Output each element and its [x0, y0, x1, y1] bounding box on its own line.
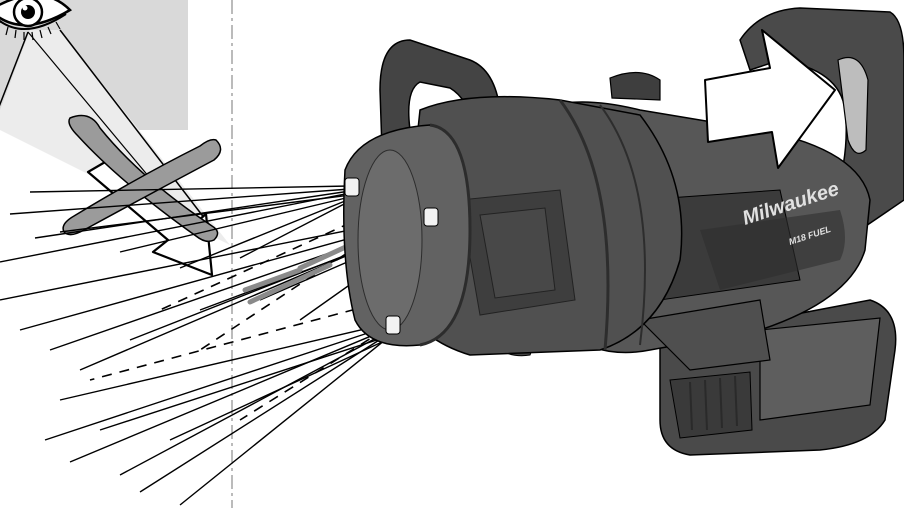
spray-grey-streaks [242, 242, 353, 305]
vent-middle [423, 207, 439, 227]
vent-top [344, 177, 360, 197]
vent-bottom [385, 315, 401, 335]
front-housing [399, 71, 683, 356]
arrow-right-icon [704, 29, 836, 169]
nose-cone [343, 123, 472, 347]
eye-icon [0, 0, 73, 41]
trigger [837, 56, 869, 154]
view-cone [0, 29, 230, 251]
